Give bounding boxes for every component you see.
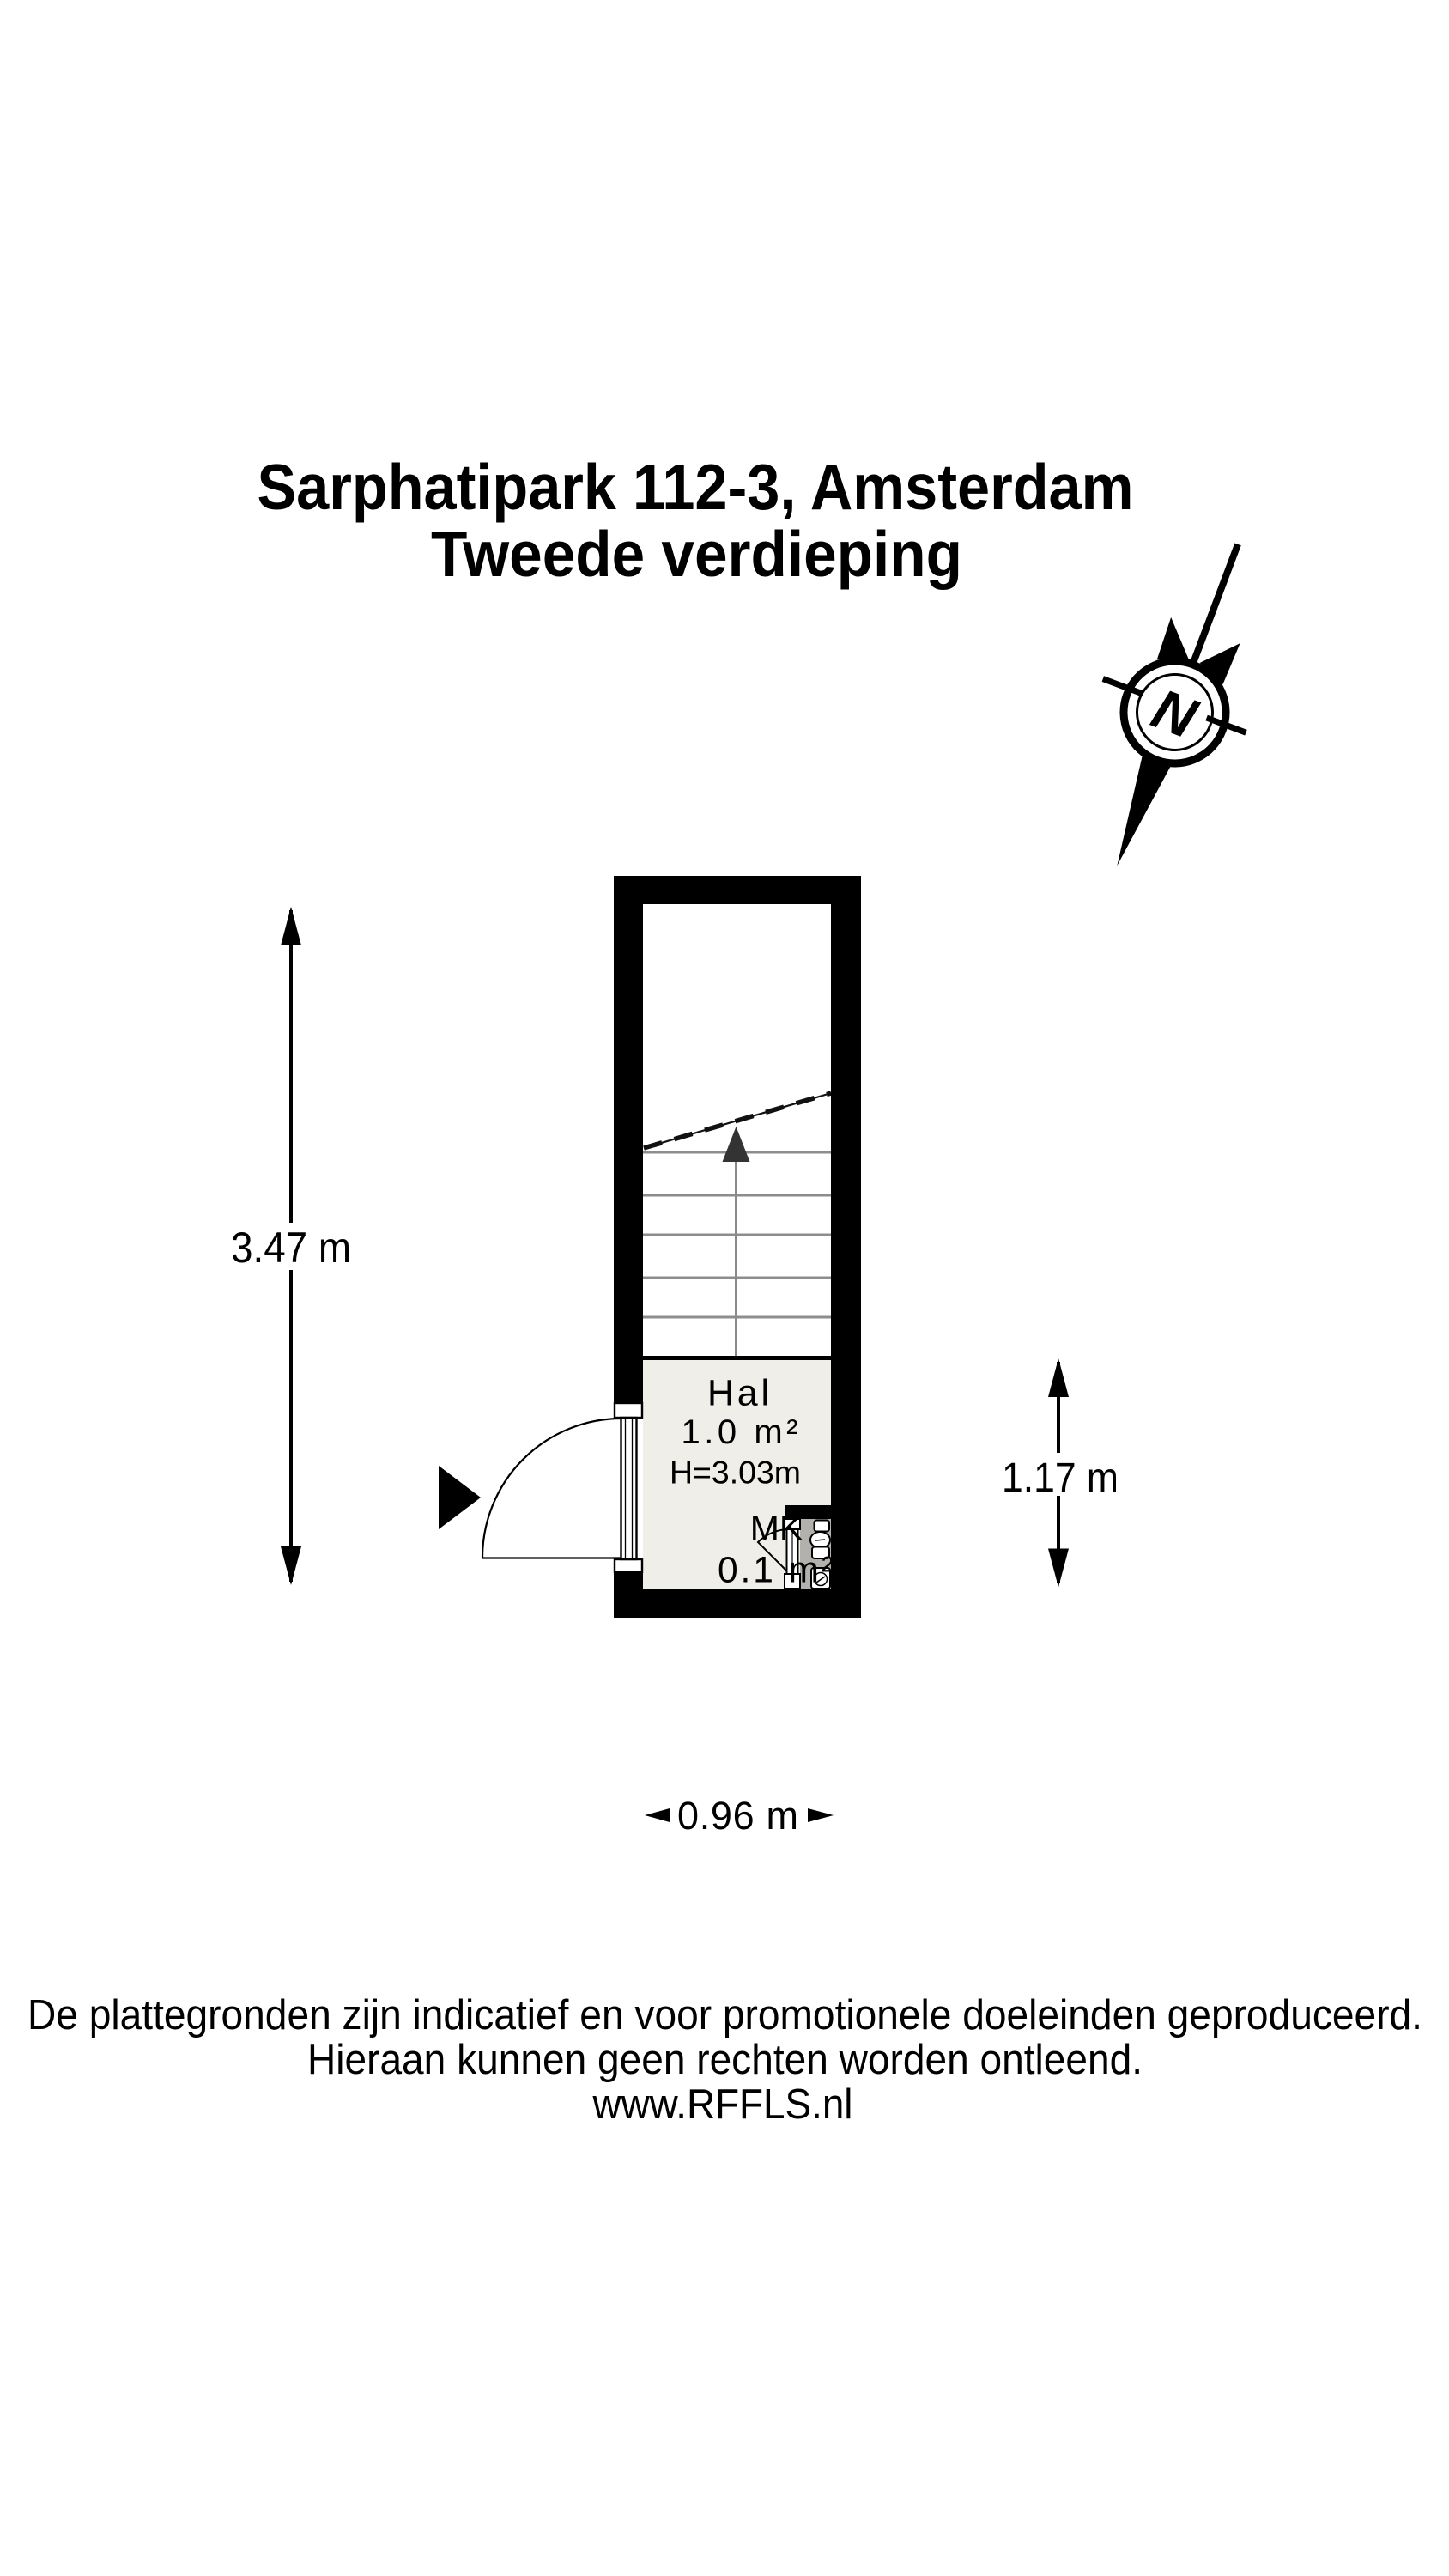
floor-plan: Hal 1.0 m² H=3.03m MK 0.1 m² — [439, 876, 861, 1618]
footer-disclaimer: De plattegronden zijn indicatief en voor… — [27, 1992, 1422, 2128]
compass-wing-left — [1156, 617, 1189, 660]
dimension-right-label-mask — [998, 1453, 1122, 1496]
dimension-right: 1.17 m — [998, 1358, 1122, 1588]
dimension-bottom-arrowhead-right — [808, 1808, 834, 1822]
mk-door — [756, 1518, 801, 1589]
dimension-bottom: 0.96 m — [645, 1794, 834, 1838]
mk-area-label: 0.1 m² — [718, 1551, 834, 1591]
dimension-right-arrowhead-top — [1048, 1358, 1069, 1397]
walls — [614, 876, 861, 1618]
compass-tail — [1117, 746, 1175, 866]
entrance-door-jamb-top — [613, 1401, 644, 1419]
title-line-2: Tweede verdieping — [431, 518, 962, 590]
entrance-door-leaf — [620, 1416, 638, 1561]
stair-hal-divider — [643, 1356, 831, 1360]
meter-box — [813, 1519, 830, 1533]
mk-label: MK — [750, 1509, 803, 1548]
footer-line-1: De plattegronden zijn indicatief en voor… — [27, 1992, 1422, 2038]
wall-mk-top — [785, 1505, 831, 1519]
wall-top — [614, 876, 861, 904]
compass-inner-ring — [1136, 673, 1214, 751]
compass-wing-right — [1199, 643, 1240, 685]
dimension-bottom-arrowhead-left — [645, 1808, 670, 1822]
compass-outer-ring — [1119, 657, 1230, 768]
dimension-left-label: 3.47 m — [231, 1224, 351, 1272]
staircase — [643, 1091, 832, 1360]
meter-box — [811, 1546, 830, 1559]
dimension-left-arrowhead-top — [281, 907, 301, 945]
entrance-door — [439, 1401, 644, 1574]
dimension-right-label: 1.17 m — [1002, 1455, 1119, 1501]
dimension-left-arrowhead-bottom — [281, 1546, 301, 1585]
north-compass-icon: N — [1101, 543, 1247, 866]
dimension-right-arrowhead-bottom — [1048, 1548, 1069, 1588]
entrance-arrow-icon — [439, 1466, 481, 1529]
footer-website: www.RFFLS.nl — [592, 2081, 853, 2128]
compass-tick-east — [1205, 714, 1247, 736]
hal-floor — [643, 1360, 831, 1589]
page-title: Sarphatipark 112-3, Amsterdam Tweede ver… — [258, 451, 1134, 590]
compass-tick-west — [1101, 676, 1143, 697]
entrance-door-jamb-bottom — [613, 1558, 644, 1574]
meter-gauge-mark — [815, 1576, 826, 1583]
dimension-bottom-label: 0.96 m — [677, 1794, 798, 1838]
wall-right — [831, 876, 861, 1618]
stair-cut-line-dashes — [643, 1091, 832, 1151]
dimension-left: 3.47 m — [228, 907, 354, 1585]
footer-line-2: Hieraan kunnen geen rechten worden ontle… — [307, 2037, 1143, 2083]
wall-bottom — [614, 1589, 861, 1618]
stairs-up-arrow-head — [722, 1127, 750, 1162]
wall-left-upper — [614, 876, 643, 1403]
dimension-left-label-mask — [228, 1223, 354, 1270]
title-line-1: Sarphatipark 112-3, Amsterdam — [258, 451, 1134, 523]
mk-meters — [809, 1519, 831, 1589]
entrance-door-swing-arc — [481, 1417, 622, 1558]
hal-ceiling-height-label: H=3.03m — [670, 1455, 801, 1491]
